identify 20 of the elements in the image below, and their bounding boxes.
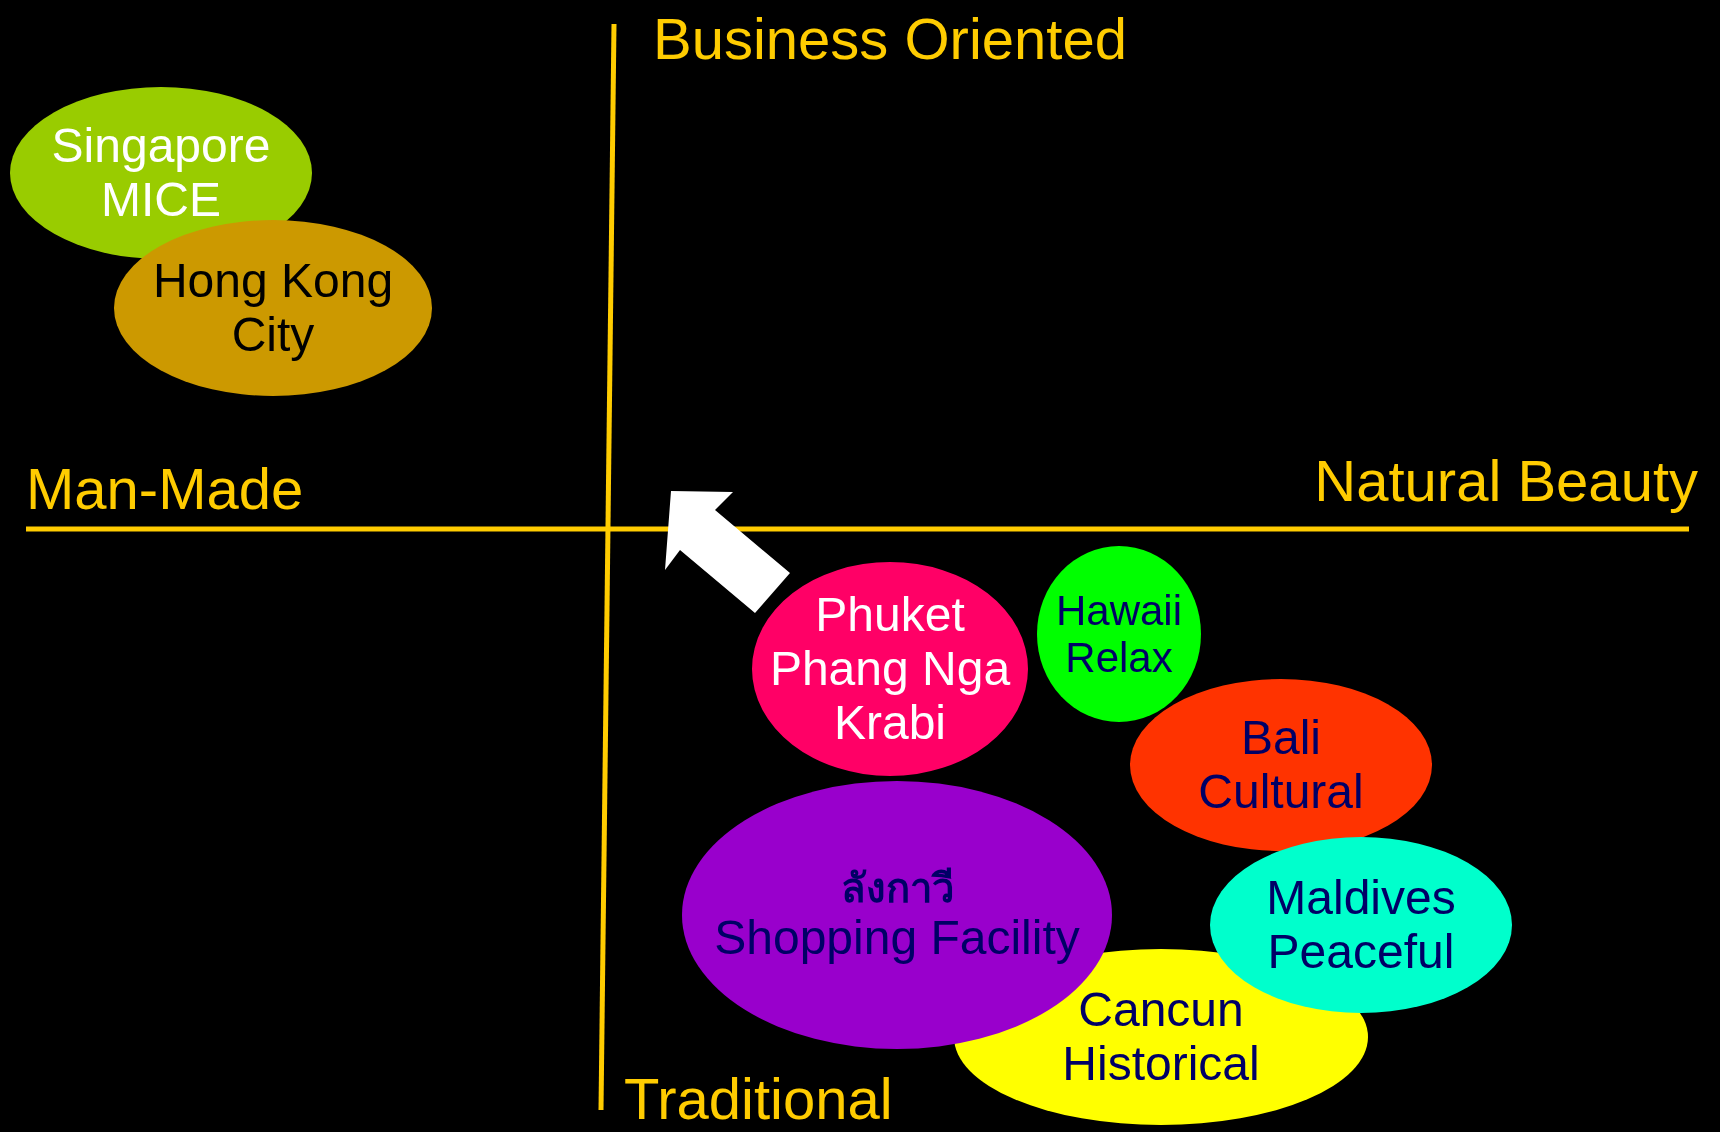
ellipse-label: Maldives — [1266, 871, 1456, 925]
ellipse-label: Hong Kong — [152, 254, 394, 308]
ellipse-label: MICE — [101, 173, 221, 227]
ellipse-label: Phang Nga — [769, 642, 1011, 696]
ellipse-label: City — [231, 308, 315, 362]
ellipse-label: Peaceful — [1267, 925, 1455, 979]
ellipse-label: Relax — [1065, 634, 1173, 682]
axis-label: Business Oriented — [653, 10, 1127, 68]
axis-label: Traditional — [624, 1070, 893, 1128]
ellipse-label: Phuket — [815, 588, 965, 643]
axis-label: Man-Made — [26, 460, 304, 518]
ellipse-label: Singapore — [51, 119, 271, 173]
ellipse-label: Bali — [1240, 711, 1321, 765]
ellipse-label: Cultural — [1198, 765, 1364, 819]
ellipse-label: Cancun — [1078, 983, 1244, 1037]
ellipse-label: Shopping Facility — [714, 910, 1080, 965]
ellipse-label: Historical — [1062, 1037, 1260, 1091]
ellipse-label: Hawaii — [1055, 586, 1182, 634]
ellipse-label: ลังกาวี — [840, 865, 954, 911]
ellipse-label: Krabi — [833, 695, 947, 750]
